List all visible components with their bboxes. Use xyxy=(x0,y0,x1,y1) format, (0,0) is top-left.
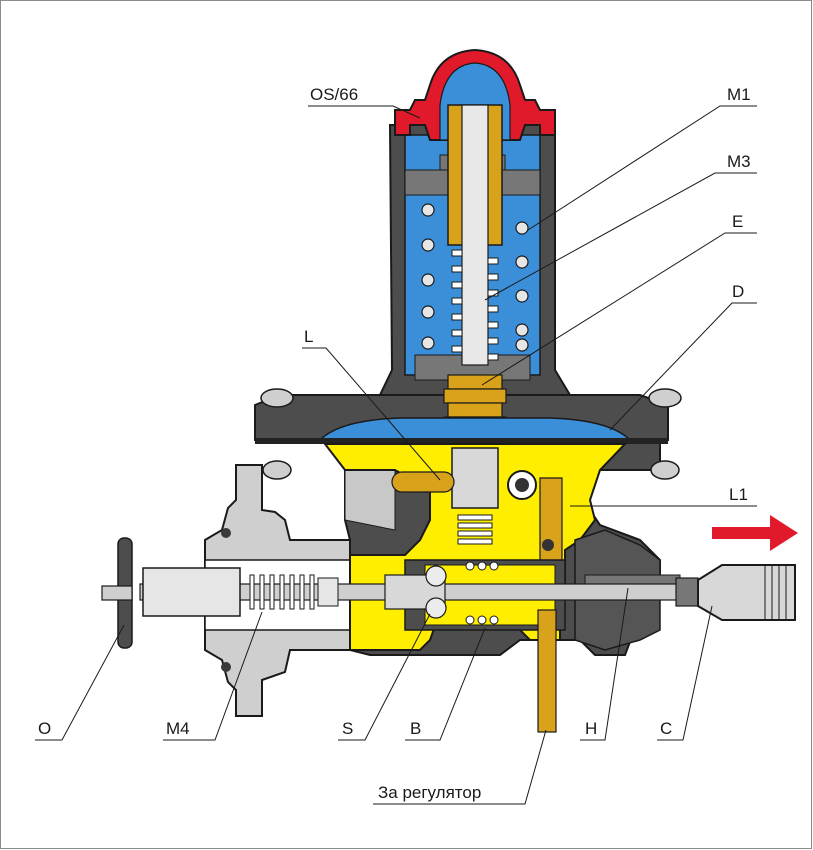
label-b: B xyxy=(410,719,421,738)
main-spring xyxy=(421,203,529,352)
body-bolts xyxy=(260,388,682,480)
label-m1: M1 xyxy=(727,85,751,104)
label-e: E xyxy=(732,212,743,231)
label-m3: M3 xyxy=(727,152,751,171)
flow-arrow xyxy=(712,515,798,551)
impulse-tube xyxy=(537,609,557,733)
label-s: S xyxy=(342,719,353,738)
label-h: H xyxy=(585,719,597,738)
diaphragm xyxy=(255,417,668,444)
handwheel-assembly xyxy=(101,537,339,649)
label-d: D xyxy=(732,282,744,301)
label-o: O xyxy=(38,719,51,738)
label-m4: M4 xyxy=(166,719,190,738)
outlet-fitting xyxy=(675,564,796,621)
label-l1: L1 xyxy=(729,485,748,504)
leader-lines xyxy=(35,105,757,805)
label-os66: OS/66 xyxy=(310,85,358,104)
label-l: L xyxy=(304,327,313,346)
label-c: C xyxy=(660,719,672,738)
label-outlet: За регулятор xyxy=(378,783,481,802)
